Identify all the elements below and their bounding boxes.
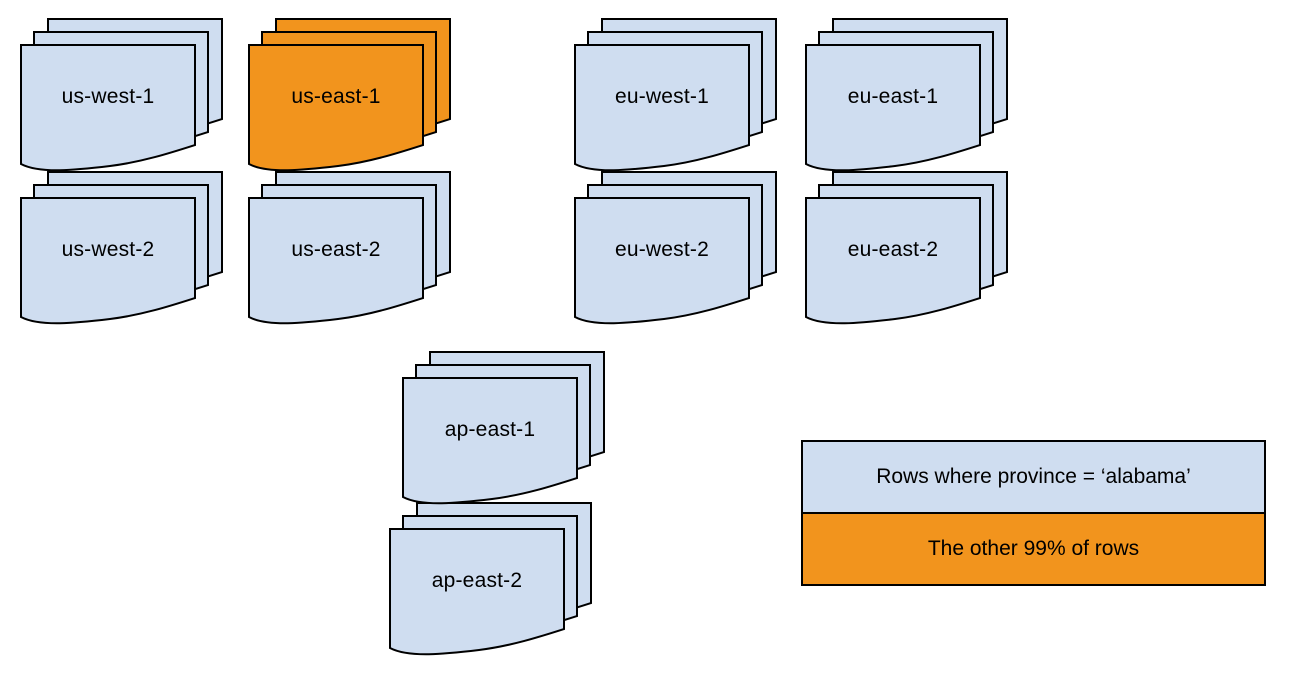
document-page-icon (805, 44, 981, 172)
stack-eu-east-2: eu-east-2 (805, 171, 1009, 329)
document-page-icon (574, 44, 750, 172)
legend-label: The other 99% of rows (927, 537, 1140, 560)
document-page-icon (402, 377, 578, 505)
region-label: us-west-1 (61, 85, 155, 108)
region-label: us-east-1 (291, 85, 381, 108)
stack-eu-west-1: eu-west-1 (574, 18, 778, 176)
document-page-icon (20, 197, 196, 325)
stack-eu-west-2: eu-west-2 (574, 171, 778, 329)
document-page-icon (20, 44, 196, 172)
region-label: us-east-2 (291, 238, 381, 261)
stack-ap-east-2: ap-east-2 (389, 502, 593, 660)
region-label: eu-east-2 (847, 238, 939, 261)
legend-row-other-rows: The other 99% of rows (803, 514, 1264, 584)
region-label: ap-east-2 (431, 569, 523, 592)
region-label: ap-east-1 (444, 418, 536, 441)
document-page-icon (248, 44, 424, 172)
stack-us-east-1: us-east-1 (248, 18, 452, 176)
stack-us-east-2: us-east-2 (248, 171, 452, 329)
stack-us-west-2: us-west-2 (20, 171, 224, 329)
stack-ap-east-1: ap-east-1 (402, 351, 606, 509)
legend-label: Rows where province = ‘alabama’ (876, 465, 1191, 488)
document-page-icon (248, 197, 424, 325)
document-page-icon (389, 528, 565, 656)
stack-us-west-1: us-west-1 (20, 18, 224, 176)
document-page-icon (805, 197, 981, 325)
region-label: eu-east-1 (847, 85, 939, 108)
region-label: eu-west-2 (614, 238, 709, 261)
document-page-icon (574, 197, 750, 325)
legend: Rows where province = ‘alabama’ The othe… (801, 440, 1266, 586)
legend-row-alabama: Rows where province = ‘alabama’ (803, 442, 1264, 514)
region-label: eu-west-1 (614, 85, 709, 108)
region-label: us-west-2 (61, 238, 155, 261)
stack-eu-east-1: eu-east-1 (805, 18, 1009, 176)
